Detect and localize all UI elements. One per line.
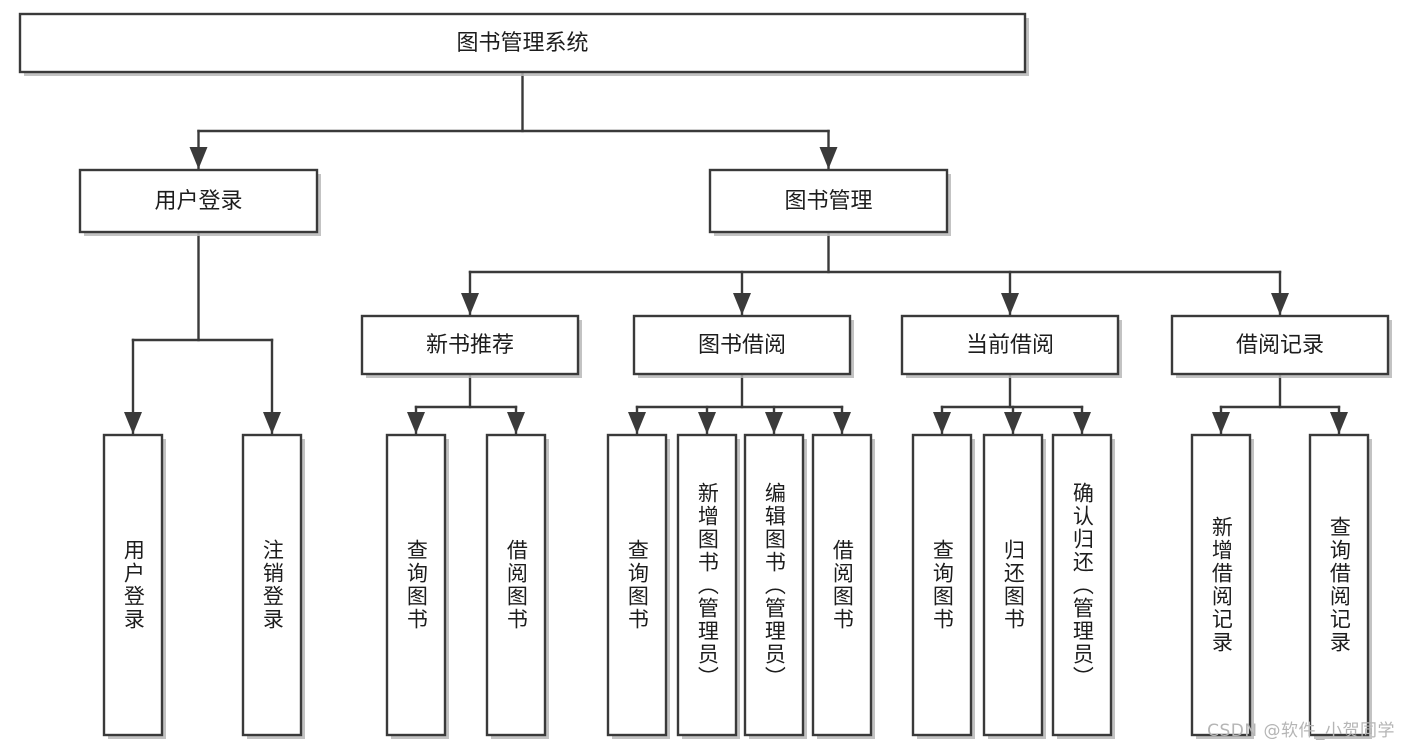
user-login-arrow-0	[124, 412, 142, 434]
current-borrow-arrow-0	[933, 412, 951, 434]
leaf-node-leaf-confirm-return[interactable]	[1051, 433, 1113, 737]
node-book-manage-label: 图书管理	[784, 189, 872, 214]
borrow-record-arrow-0	[1212, 412, 1230, 434]
book-borrow-arrow-2	[765, 412, 783, 434]
node-root[interactable]	[18, 12, 1027, 74]
leaf-node-leaf-user-login[interactable]	[102, 433, 164, 737]
leaf-node-leaf-return-book[interactable]	[982, 433, 1044, 737]
watermark-text: CSDN @软件_小贺同学	[1207, 721, 1395, 741]
current-borrow-arrow-1	[1004, 412, 1022, 434]
node-new-book-rec[interactable]	[360, 314, 580, 376]
node-root-label: 图书管理系统	[456, 31, 588, 56]
leaf-node-leaf-query-book-rec[interactable]	[385, 433, 447, 737]
book-manage-arrow-0	[461, 293, 479, 315]
borrow-record-arrow-1	[1330, 412, 1348, 434]
root-arrow-0	[189, 147, 208, 169]
current-borrow-arrow-2	[1073, 412, 1091, 434]
new-book-rec-arrow-0	[407, 412, 425, 434]
node-box-layer	[18, 12, 1390, 737]
node-book-manage[interactable]	[708, 168, 949, 234]
new-book-rec-arrow-1	[507, 412, 525, 434]
node-user-login-label: 用户登录	[154, 189, 242, 214]
node-current-borrow[interactable]	[900, 314, 1120, 376]
leaf-node-leaf-query-book-cb[interactable]	[911, 433, 973, 737]
root-arrow-1	[819, 147, 838, 169]
leaf-node-leaf-add-record[interactable]	[1190, 433, 1252, 737]
node-user-login[interactable]	[78, 168, 319, 234]
book-manage-arrow-3	[1271, 293, 1289, 315]
leaf-node-leaf-query-book-bb[interactable]	[606, 433, 668, 737]
book-manage-arrow-1	[733, 293, 751, 315]
connector-layer	[124, 70, 1348, 436]
book-borrow-arrow-3	[833, 412, 851, 434]
node-book-borrow-label: 图书借阅	[698, 333, 786, 358]
leaf-node-leaf-query-record[interactable]	[1308, 433, 1370, 737]
node-borrow-record-label: 借阅记录	[1236, 333, 1324, 358]
leaf-node-leaf-edit-book[interactable]	[743, 433, 805, 737]
node-borrow-record[interactable]	[1170, 314, 1390, 376]
leaf-node-leaf-borrow-book-bb[interactable]	[811, 433, 873, 737]
node-new-book-rec-label: 新书推荐	[426, 333, 514, 358]
book-borrow-arrow-1	[698, 412, 716, 434]
leaf-node-leaf-logout[interactable]	[241, 433, 303, 737]
user-login-arrow-1	[263, 412, 281, 434]
node-book-borrow[interactable]	[632, 314, 852, 376]
leaf-node-leaf-borrow-book-rec[interactable]	[485, 433, 547, 737]
book-manage-arrow-2	[1001, 293, 1019, 315]
leaf-node-leaf-add-book[interactable]	[676, 433, 738, 737]
node-current-borrow-label: 当前借阅	[966, 333, 1054, 358]
book-borrow-arrow-0	[628, 412, 646, 434]
